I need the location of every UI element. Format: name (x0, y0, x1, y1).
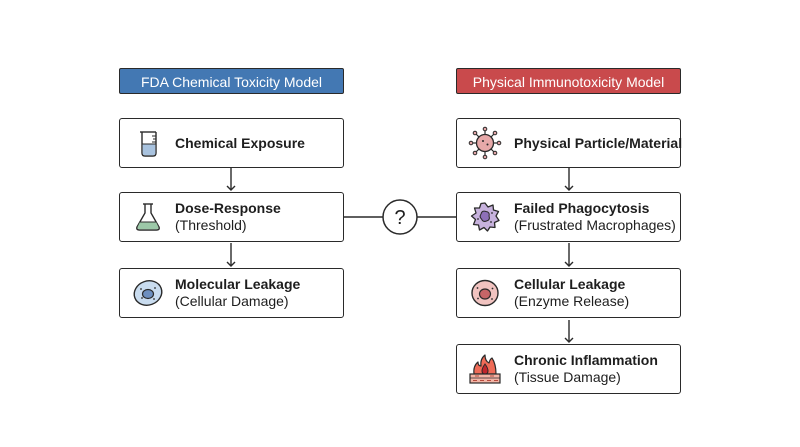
node-cellular-leakage: Cellular Leakage (Enzyme Release) (456, 268, 681, 318)
leaking-cell-icon (468, 276, 502, 310)
virus-particle-icon (468, 126, 502, 160)
bridge-circle (382, 199, 418, 235)
node-label: Chronic Inflammation (514, 352, 658, 368)
node-sublabel: (Frustrated Macrophages) (514, 217, 676, 233)
node-label: Cellular Leakage (514, 276, 626, 292)
left-column-title: FDA Chemical Toxicity Model (119, 68, 344, 94)
node-chemical-exposure: Chemical Exposure (119, 118, 344, 168)
flask-icon (131, 200, 165, 234)
node-physical-particle: Physical Particle/Material (456, 118, 683, 168)
node-label: Physical Particle/Material (514, 134, 683, 151)
node-molecular-leakage: Molecular Leakage (Cellular Damage) (119, 268, 344, 318)
node-label: Chemical Exposure (175, 134, 305, 151)
inflamed-tissue-icon (468, 352, 502, 386)
node-chronic-inflammation: Chronic Inflammation (Tissue Damage) (456, 344, 681, 394)
node-sublabel: (Enzyme Release) (514, 293, 630, 309)
node-sublabel: (Tissue Damage) (514, 369, 621, 385)
right-column-title: Physical Immunotoxicity Model (456, 68, 681, 94)
node-label: Failed Phagocytosis (514, 200, 650, 216)
node-label: Dose-Response (175, 200, 281, 216)
node-label: Molecular Leakage (175, 276, 301, 292)
cell-icon (131, 276, 165, 310)
node-failed-phagocytosis: Failed Phagocytosis (Frustrated Macropha… (456, 192, 681, 242)
macrophage-icon (468, 200, 502, 234)
beaker-icon (131, 126, 165, 160)
node-sublabel: (Cellular Damage) (175, 293, 289, 309)
node-sublabel: (Threshold) (175, 217, 247, 233)
node-dose-response: Dose-Response (Threshold) (119, 192, 344, 242)
bridge-question-mark: ? (394, 207, 405, 229)
